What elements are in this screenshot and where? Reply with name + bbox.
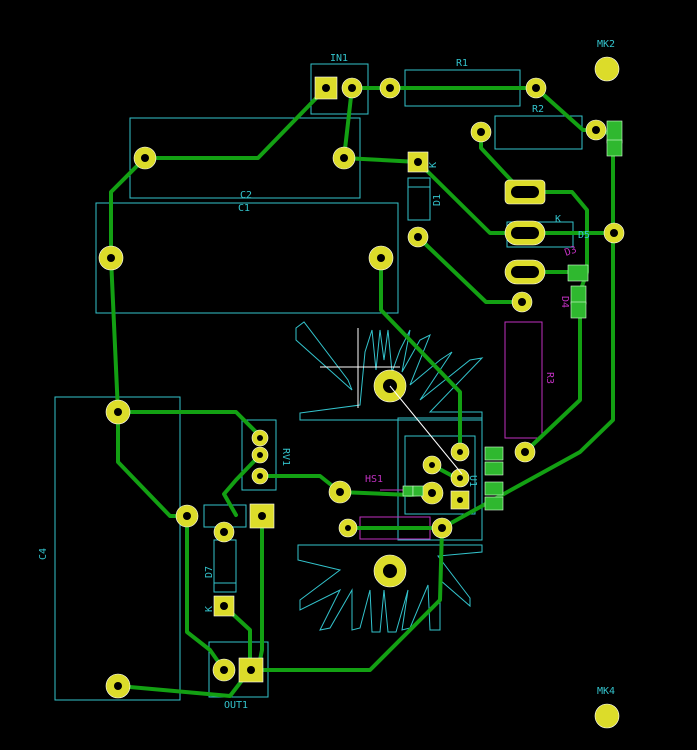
- smd-r2-a: [606, 120, 623, 144]
- heatsink-lower-fins: [297, 544, 483, 633]
- label-mk4: MK4: [597, 686, 615, 697]
- d1-outline: [407, 177, 431, 221]
- smd-u1-3: [484, 481, 504, 496]
- label-r3: R3: [544, 372, 555, 384]
- track-c1-u1: [379, 256, 462, 454]
- pad-mk4: [594, 703, 620, 729]
- smd-pads: [402, 120, 623, 511]
- label-d7: D7: [204, 566, 215, 578]
- track-out1-u1: [248, 526, 444, 672]
- label-r1: R1: [456, 58, 468, 69]
- label-r2: R2: [532, 104, 544, 115]
- copper-tracks: [109, 86, 616, 698]
- c1-outline: [95, 202, 399, 314]
- label-d3: D3: [563, 244, 578, 258]
- label-in1: IN1: [330, 53, 348, 64]
- track-r2-r3: [479, 130, 589, 454]
- smd-r2-b: [606, 139, 623, 157]
- track-d1-d4: [416, 235, 524, 304]
- label-d7-k: K: [204, 606, 215, 612]
- smd-u1-2: [484, 461, 504, 476]
- label-d4: D4: [559, 296, 570, 308]
- pad-mk2: [594, 56, 620, 82]
- label-rv1: RV1: [280, 448, 291, 466]
- track-c4-rv1: [116, 410, 264, 440]
- heatsink-upper-fins: [299, 329, 484, 421]
- u1-inner: [404, 435, 476, 515]
- smd-d3-a: [567, 264, 589, 282]
- heatsink-hs1: [295, 321, 484, 633]
- smd-d4-b: [570, 301, 587, 319]
- reference-labels: MK2 MK4 IN1 R1 R2 C2 C1 D1 K D5 K D3 D4 …: [38, 39, 615, 711]
- label-d1-k: K: [428, 162, 439, 168]
- label-d5: D5: [578, 230, 590, 241]
- pads: [98, 56, 625, 729]
- smd-u1-1: [484, 446, 504, 461]
- cursor-crosshair: [320, 328, 463, 475]
- track-d7-out1: [256, 514, 264, 672]
- label-out1: OUT1: [224, 700, 248, 711]
- r2-outline: [494, 115, 583, 150]
- label-d1: D1: [432, 194, 443, 206]
- label-c4: C4: [38, 548, 49, 560]
- label-d5-k: K: [555, 214, 561, 225]
- track-c4-out1: [185, 514, 226, 672]
- smd-u1-4: [484, 496, 504, 511]
- label-hs1: HS1: [365, 474, 383, 485]
- smd-hs-b: [412, 485, 424, 497]
- label-c2: C2: [240, 190, 252, 201]
- rv1-outline: [241, 419, 277, 491]
- d7-outline: [213, 539, 237, 593]
- label-c1: C1: [238, 203, 250, 214]
- label-u1: U1: [467, 475, 478, 487]
- heatsink-left-fin: [295, 321, 353, 391]
- label-mk2: MK2: [597, 39, 615, 50]
- smd-d4-a: [570, 285, 587, 305]
- r3-fab: [504, 321, 543, 439]
- smd-hs-a: [402, 485, 414, 497]
- track-rv1-d7: [222, 453, 262, 517]
